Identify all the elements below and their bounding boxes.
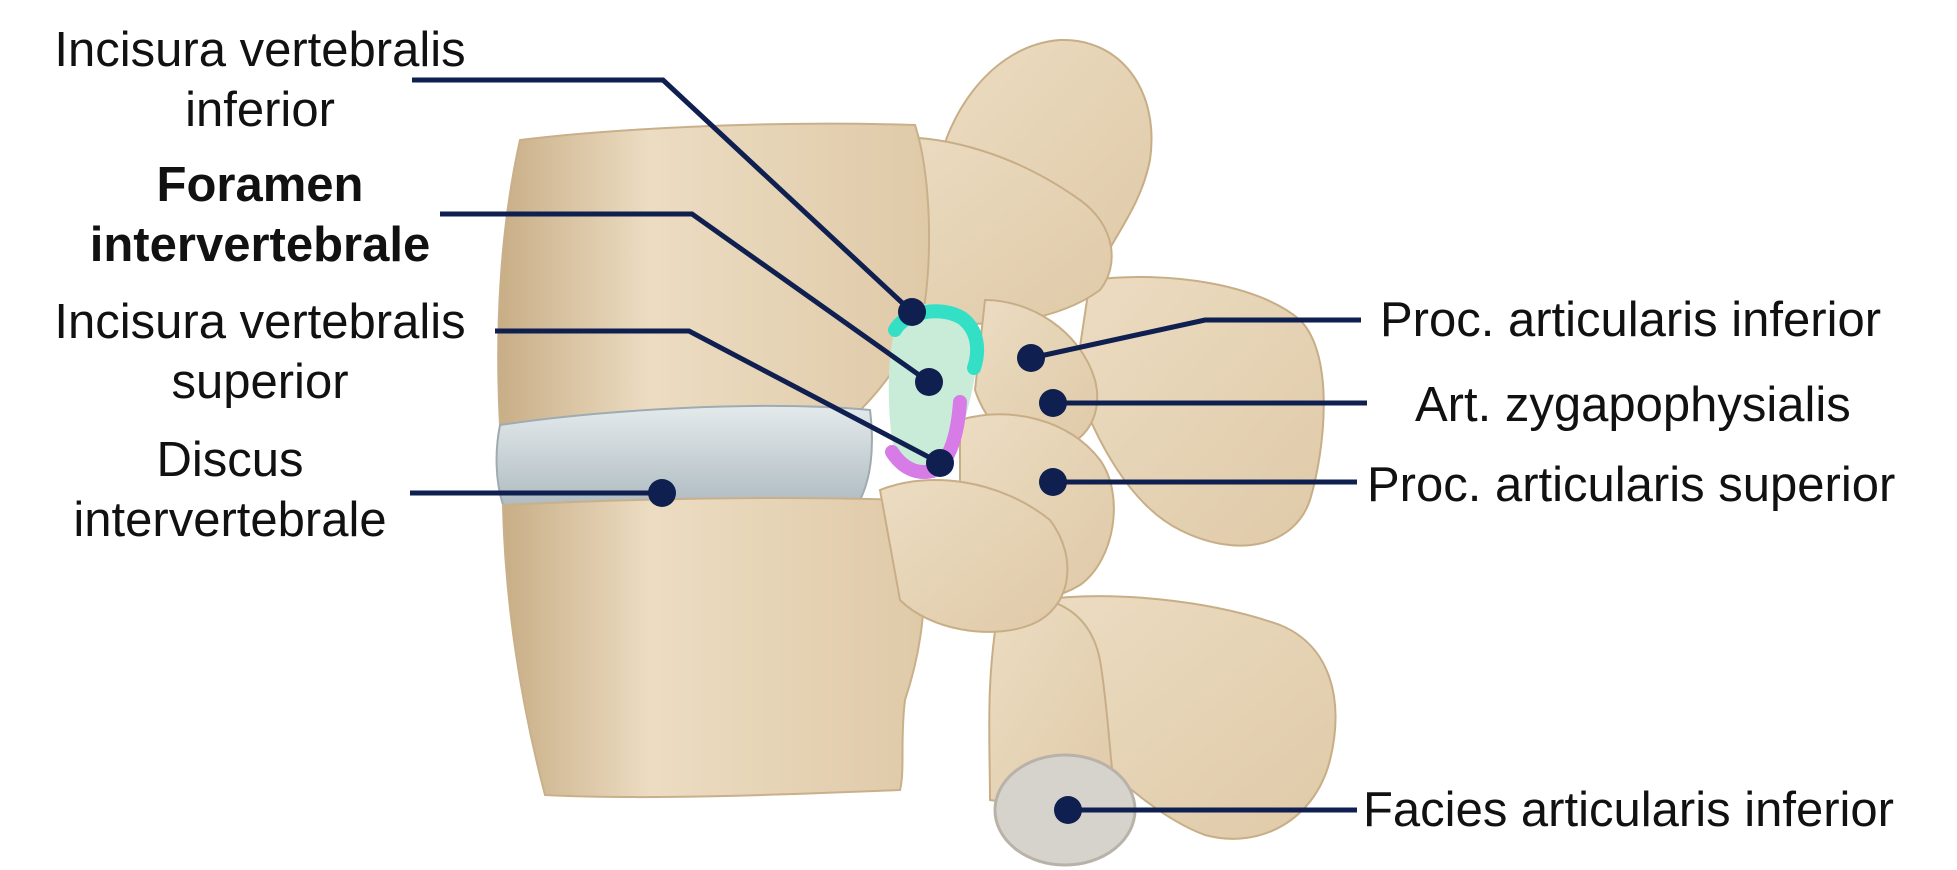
label-incisura-inferior-line1: Incisura vertebralis bbox=[54, 23, 466, 77]
leader-incisura-inferior bbox=[412, 77, 914, 314]
marker-discus bbox=[648, 479, 676, 507]
label-incisura-vertebralis-superior: Incisura vertebralis superior bbox=[20, 292, 500, 412]
marker-art-zyg bbox=[1039, 389, 1067, 417]
leader-proc-inferior bbox=[1030, 317, 1361, 361]
label-foramen-line1: Foramen bbox=[156, 158, 364, 212]
label-facies-articularis-inferior: Facies articularis inferior bbox=[1363, 783, 1894, 837]
label-discus-line2: intervertebrale bbox=[73, 493, 387, 547]
label-incisura-superior-line2: superior bbox=[171, 355, 349, 409]
marker-proc-superior bbox=[1039, 468, 1067, 496]
label-proc-articularis-superior: Proc. articularis superior bbox=[1367, 458, 1896, 512]
lower-spinous-process bbox=[1038, 595, 1337, 840]
marker-facies-inferior bbox=[1054, 796, 1082, 824]
marker-incisura-superior bbox=[926, 449, 954, 477]
marker-incisura-inferior bbox=[898, 298, 926, 326]
label-incisura-vertebralis-inferior: Incisura vertebralis inferior bbox=[20, 20, 500, 140]
leader-foramen bbox=[440, 211, 931, 385]
label-proc-articularis-inferior: Proc. articularis inferior bbox=[1380, 293, 1882, 347]
leader-markers bbox=[648, 298, 1082, 824]
marker-foramen bbox=[915, 368, 943, 396]
label-foramen-intervertebrale: Foramen intervertebrale bbox=[50, 155, 470, 275]
label-incisura-superior-line1: Incisura vertebralis bbox=[54, 295, 466, 349]
leader-lines bbox=[410, 77, 1367, 813]
lower-arch bbox=[878, 479, 1069, 633]
upper-spinous-process bbox=[1073, 275, 1325, 547]
upper-vertebral-body bbox=[497, 122, 931, 427]
label-art-zygapophysialis: Art. zygapophysialis bbox=[1415, 378, 1851, 432]
label-discus-intervertebrale: Discus intervertebrale bbox=[50, 430, 410, 550]
label-discus-line1: Discus bbox=[156, 433, 304, 487]
label-foramen-line2: intervertebrale bbox=[89, 218, 431, 272]
marker-proc-inferior bbox=[1017, 344, 1045, 372]
label-incisura-inferior-line2: inferior bbox=[185, 83, 335, 137]
leader-incisura-superior bbox=[495, 328, 942, 466]
lower-vertebral-body bbox=[501, 496, 925, 799]
